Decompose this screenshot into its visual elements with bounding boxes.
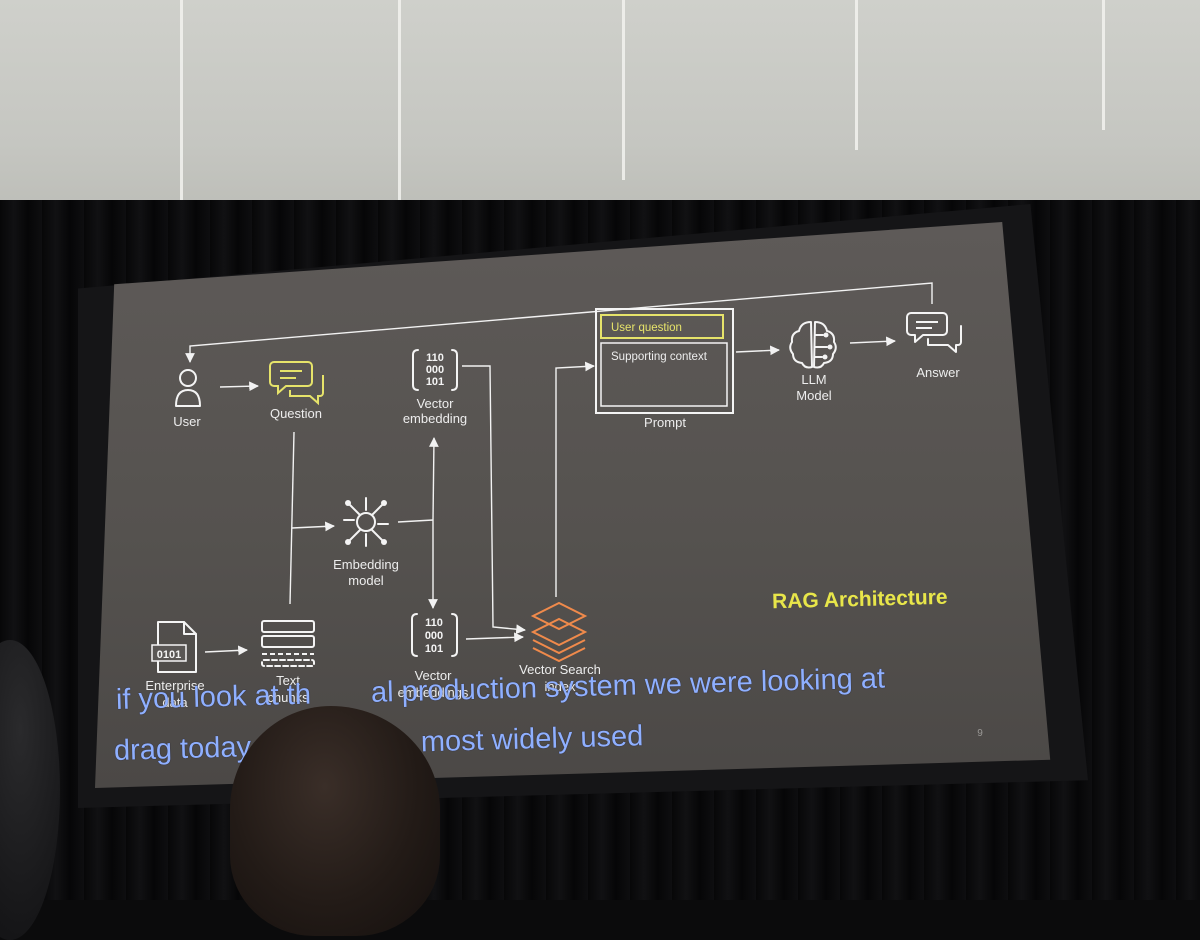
user-question-field — [600, 314, 724, 339]
enterprise-data-label: Enterprise — [145, 678, 204, 693]
embedding-to-index-arrow — [462, 365, 526, 635]
brain-icon — [789, 321, 837, 369]
index-to-prompt-arrow — [555, 361, 595, 597]
ceiling-seam — [855, 0, 858, 150]
enterprise-data-label: data — [162, 695, 188, 710]
supporting-context-text: Supporting context — [611, 351, 708, 363]
embedding-model-label: Embedding — [333, 557, 399, 572]
answer-chat-icon — [906, 312, 962, 353]
database-stack-icon — [530, 601, 588, 663]
text-chunks-label: Text — [276, 673, 300, 688]
ceiling-seam — [398, 0, 401, 200]
user-to-question-arrow — [219, 381, 259, 392]
binary-row: 110 — [426, 352, 444, 364]
data-to-chunks-arrow — [204, 645, 248, 656]
vector-search-label: index — [544, 679, 576, 694]
user-question-text: User question — [611, 322, 682, 334]
binary-row: 000 — [426, 364, 444, 376]
enterprise-data-node: 0101 Enterprise data — [145, 621, 205, 710]
subtitle-line-2-right: most widely used — [420, 720, 644, 759]
binary-icon: 110 000 101 — [412, 349, 458, 391]
prompt-label: Prompt — [644, 415, 686, 430]
question-down-line — [289, 431, 295, 605]
slide-title: RAG Architecture — [772, 586, 948, 614]
llm-to-answer-arrow — [849, 336, 896, 347]
subtitle-line-1-left: if you look at th — [115, 678, 312, 716]
binary-row: 000 — [425, 630, 443, 642]
subtitle-gap — [311, 702, 371, 704]
vector-embeddings-node: 110 000 101 Vector embeddings — [398, 613, 469, 700]
user-node: User — [173, 369, 201, 429]
question-label: Question — [270, 406, 322, 421]
vector-search-index-node: Vector Search index — [519, 601, 601, 694]
user-label: User — [173, 414, 201, 429]
page-number: 9 — [977, 728, 983, 739]
audience-head-front — [230, 706, 440, 936]
binary-row: 101 — [426, 376, 444, 388]
prompt-to-llm-arrow — [735, 345, 780, 356]
to-embedding-model-arrow — [291, 521, 335, 532]
user-icon — [175, 369, 201, 407]
vector-embedding-label: Vector — [417, 396, 455, 411]
vector-embeddings-label: Vector — [415, 668, 453, 683]
model-out-line — [397, 519, 434, 523]
text-chunks-node: Text chunks — [261, 620, 315, 705]
prompt-box — [595, 308, 734, 414]
ceiling-seam — [1102, 0, 1105, 130]
rag-diagram: User Question 110 000 101 Vector embeddi… — [145, 282, 983, 739]
prompt-node: User question Supporting context Prompt — [595, 308, 734, 430]
text-chunks-label: chunks — [267, 690, 309, 705]
chat-icon — [269, 361, 324, 406]
embeddings-to-index-arrow — [465, 632, 524, 643]
answer-to-user-line — [185, 282, 933, 363]
file-bits: 0101 — [157, 649, 181, 661]
llm-model-label: Model — [796, 388, 832, 403]
embedding-model-node: Embedding model — [333, 497, 399, 588]
model-up-arrow — [428, 437, 439, 521]
answer-label: Answer — [916, 365, 960, 380]
answer-node: Answer — [906, 312, 962, 380]
vector-embedding-label: embedding — [403, 411, 467, 426]
vector-embeddings-label: embeddings — [398, 685, 469, 700]
file-icon: 0101 — [151, 621, 197, 673]
embedding-model-label: model — [348, 573, 384, 588]
flow-lines — [185, 282, 933, 656]
question-node: Question — [269, 361, 324, 421]
vector-embedding-node: 110 000 101 Vector embedding — [403, 349, 467, 426]
llm-model-node: LLM Model — [789, 321, 837, 403]
supporting-context-field — [600, 342, 728, 407]
embedding-model-icon — [343, 497, 389, 547]
ceiling-seam — [180, 0, 183, 215]
ceiling-seam — [622, 0, 625, 180]
vector-search-label: Vector Search — [519, 662, 601, 677]
projector-screen — [95, 222, 1051, 788]
text-chunks-icon — [261, 620, 315, 667]
binary-row: 101 — [425, 643, 443, 655]
subtitle-line-2-left: drag today — [113, 731, 252, 767]
binary-row: 110 — [425, 617, 443, 629]
llm-model-label: LLM — [801, 372, 826, 387]
binary-icon: 110 000 101 — [411, 613, 458, 657]
